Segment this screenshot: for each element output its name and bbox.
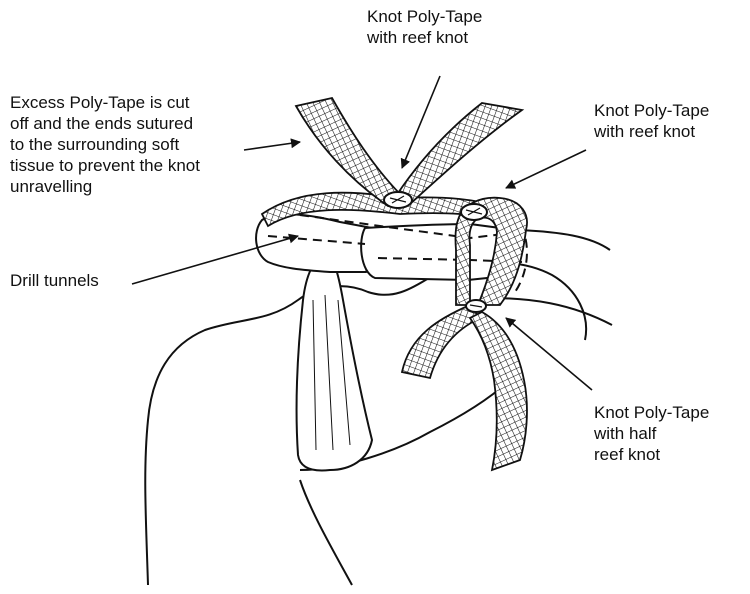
label-line: reef knot: [594, 444, 709, 465]
label-line: to the surrounding soft: [10, 134, 200, 155]
label-line: tissue to prevent the knot: [10, 155, 200, 176]
hand-lower-outline: [300, 480, 352, 585]
tape-strip-right: [396, 103, 522, 204]
pointer-excess: [244, 142, 300, 150]
tape-lower-right: [470, 312, 527, 470]
label-line: Knot Poly-Tape: [367, 6, 482, 27]
pointer-right-knot: [506, 150, 586, 188]
middle-bone: [361, 224, 511, 280]
label-line: Drill tunnels: [10, 270, 99, 291]
label-half-knot: Knot Poly-Tape with half reef knot: [594, 402, 709, 465]
label-line: with reef knot: [367, 27, 482, 48]
label-line: Excess Poly-Tape is cut: [10, 92, 200, 113]
tape-lower-band: [402, 305, 480, 378]
label-excess-tape: Excess Poly-Tape is cut off and the ends…: [10, 92, 200, 197]
label-line: with reef knot: [594, 121, 709, 142]
finger-upper-outline: [520, 230, 610, 250]
label-right-knot: Knot Poly-Tape with reef knot: [594, 100, 709, 142]
thumb: [297, 256, 372, 470]
label-line: with half: [594, 423, 709, 444]
tape-strip-left: [296, 98, 400, 206]
label-line: off and the ends sutured: [10, 113, 200, 134]
label-line: unravelling: [10, 176, 200, 197]
label-line: Knot Poly-Tape: [594, 100, 709, 121]
label-top-knot: Knot Poly-Tape with reef knot: [367, 6, 482, 48]
label-drill-tunnels: Drill tunnels: [10, 270, 99, 291]
label-line: Knot Poly-Tape: [594, 402, 709, 423]
